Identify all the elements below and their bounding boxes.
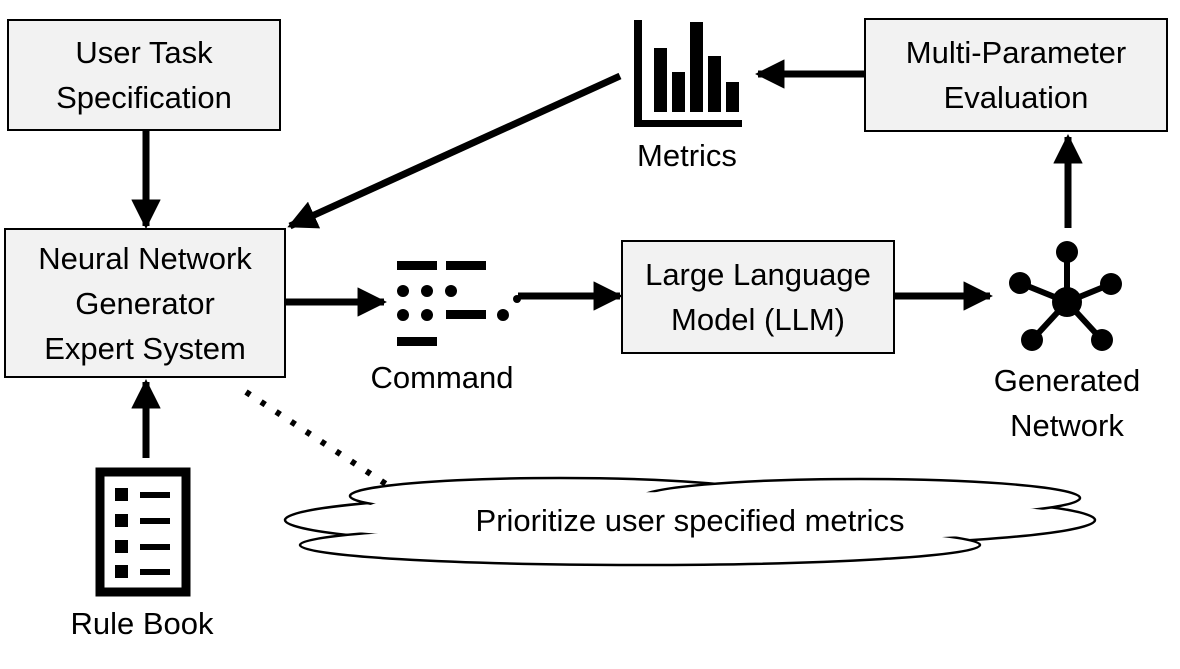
evaluation-line-2: Evaluation bbox=[943, 80, 1089, 115]
llm-line-2: Model (LLM) bbox=[671, 302, 845, 337]
metrics-label: Metrics bbox=[587, 133, 787, 178]
network-icon bbox=[1009, 241, 1122, 351]
network-label-line-2: Network bbox=[1010, 408, 1124, 443]
arrow-metrics-to-generator bbox=[287, 72, 622, 230]
llm-line-1: Large Language bbox=[645, 257, 871, 292]
cloud-fill-top bbox=[370, 492, 1030, 520]
user-task-line-1: User Task bbox=[75, 35, 213, 70]
rulebook-label: Rule Book bbox=[42, 601, 242, 646]
cloud-text: Prioritize user specified metrics bbox=[475, 503, 905, 538]
bar-chart-icon bbox=[634, 20, 742, 127]
command-label-text: Command bbox=[370, 360, 514, 395]
generator-line-3: Expert System bbox=[44, 330, 246, 366]
generator-line-1: Neural Network bbox=[38, 240, 252, 276]
evaluation-line-1: Multi-Parameter bbox=[905, 35, 1127, 70]
user-task-box: User Task Specification bbox=[7, 19, 281, 131]
llm-box: Large Language Model (LLM) bbox=[621, 240, 895, 354]
user-task-line-2: Specification bbox=[56, 80, 232, 115]
rulebook-label-text: Rule Book bbox=[70, 606, 214, 641]
evaluation-box: Multi-Parameter Evaluation bbox=[864, 18, 1168, 132]
dotted-connector bbox=[244, 389, 397, 493]
network-label-line-1: Generated bbox=[993, 363, 1141, 398]
network-label: Generated Network bbox=[967, 358, 1167, 448]
generator-line-2: Generator bbox=[75, 285, 215, 321]
command-icon bbox=[397, 261, 521, 346]
command-label: Command bbox=[342, 355, 542, 400]
metrics-label-text: Metrics bbox=[637, 138, 737, 173]
generator-box: Neural Network Generator Expert System bbox=[4, 228, 286, 378]
rule-book-icon bbox=[95, 467, 191, 597]
